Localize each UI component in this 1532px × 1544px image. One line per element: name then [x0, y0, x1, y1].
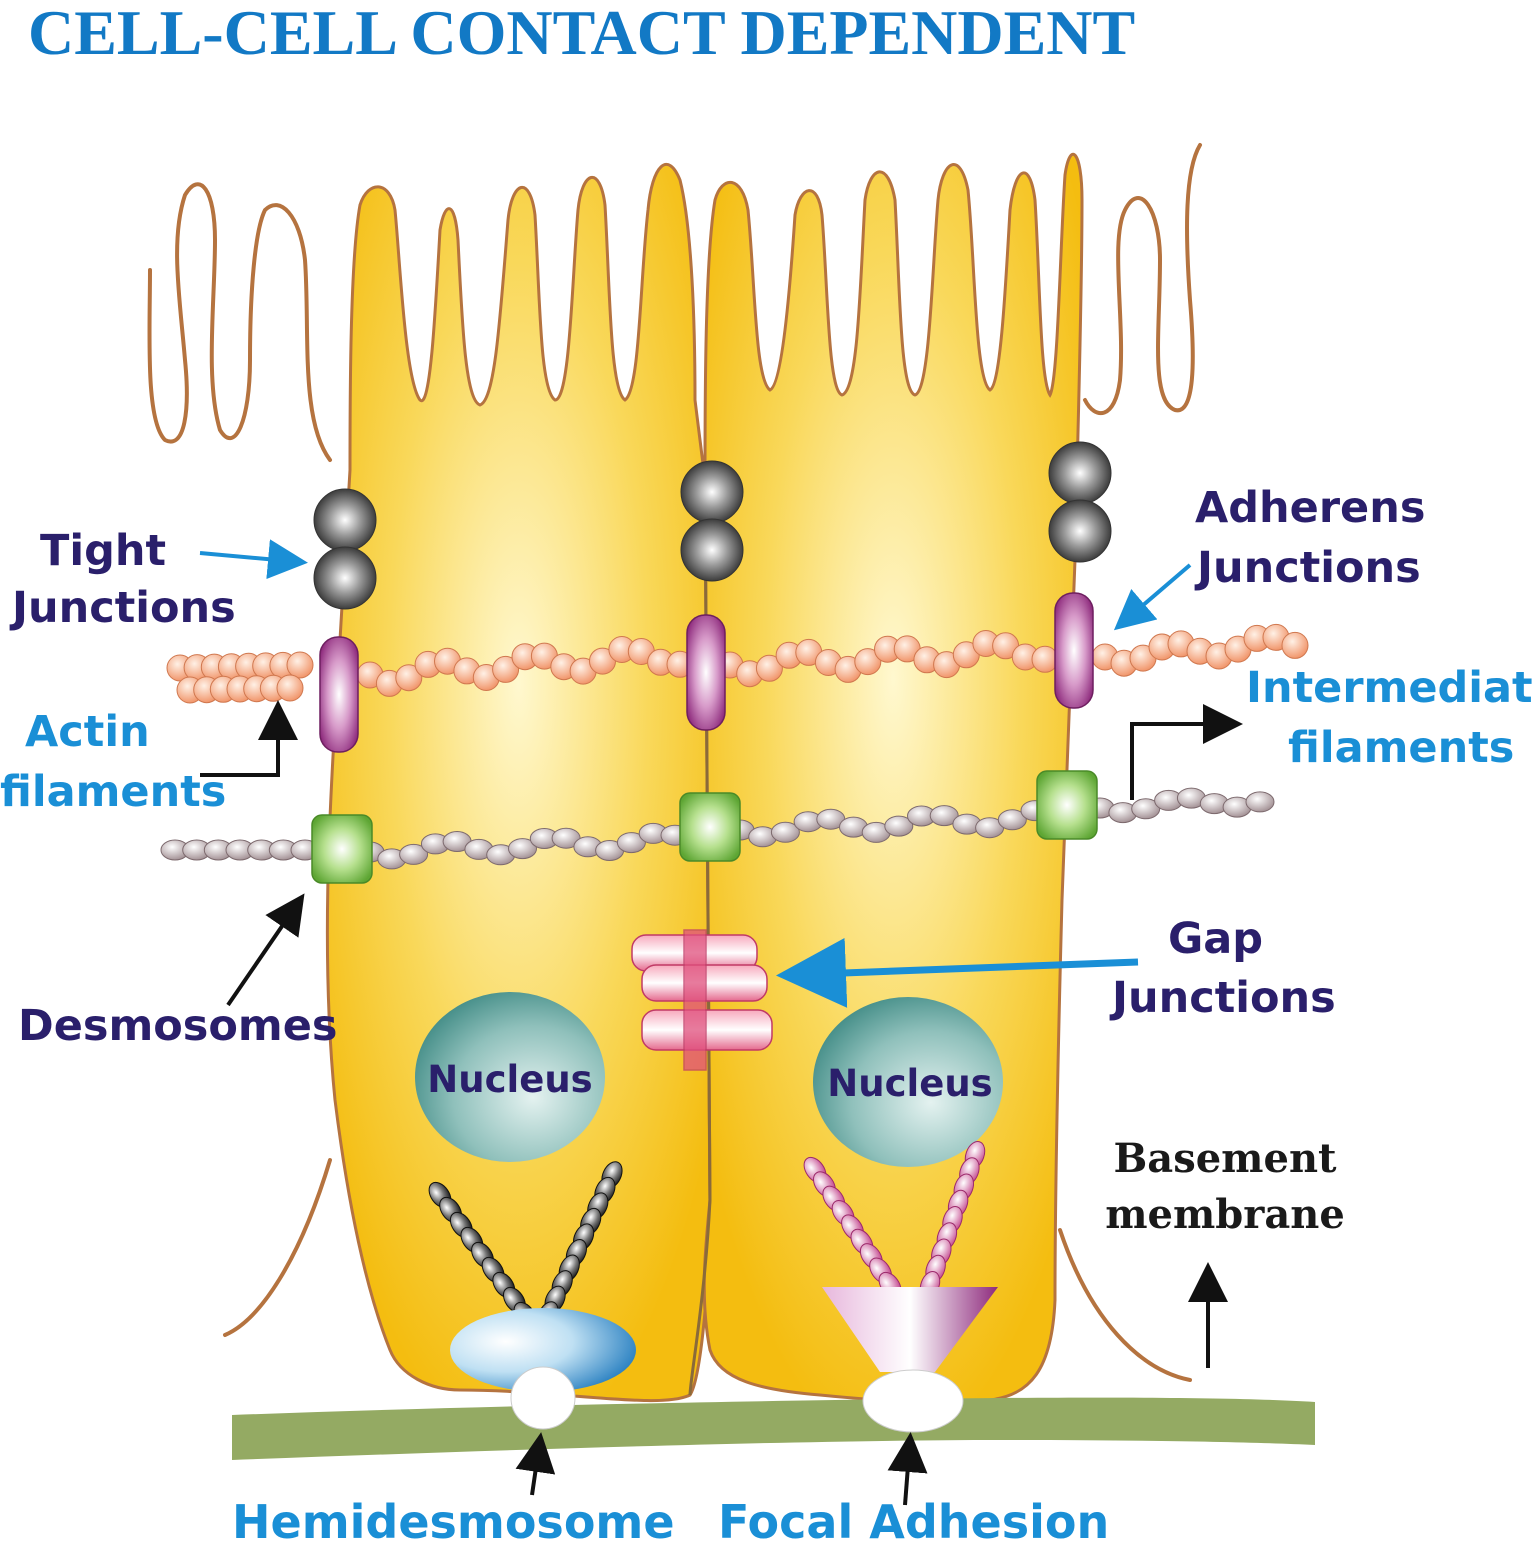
hemidesmosome-plaque — [450, 1308, 636, 1392]
label-hemidesmosome: Hemidesmosome — [232, 1495, 675, 1544]
label-gap-junctions-line1: Gap — [1168, 914, 1263, 964]
cell-boundary — [688, 479, 712, 1396]
basement-membrane — [232, 1397, 1315, 1460]
right-epithelial-cell — [702, 152, 1084, 1404]
label-intermediate-filaments-line2: filaments — [1288, 723, 1514, 773]
desmosomes — [311, 770, 1098, 884]
label-actin-filaments-line1: Actin — [25, 707, 150, 757]
neighbor-cell-outlines — [147, 143, 1202, 1382]
label-gap-junctions-line2: Junctions — [1109, 973, 1336, 1023]
gap-junctions — [631, 929, 773, 1071]
label-basement-membrane-line2: membrane — [1105, 1191, 1345, 1238]
label-tight-junctions-line1: Tight — [40, 526, 166, 576]
label-adherens-junctions-line2: Junctions — [1194, 543, 1421, 593]
left-epithelial-cell — [325, 163, 712, 1403]
diagram-title: CELL-CELL CONTACT DEPENDENT — [28, 0, 1135, 68]
label-arrows — [199, 539, 1243, 1506]
label-nucleus-left: Nucleus — [427, 1058, 592, 1101]
label-desmosomes: Desmosomes — [18, 1001, 338, 1051]
nucleus-left — [415, 992, 605, 1162]
tight-junctions — [313, 441, 1112, 610]
label-intermediate-filaments-line1: Intermediate — [1246, 663, 1532, 713]
hemidesmosome-integrin — [510, 1366, 576, 1430]
label-adherens-junctions-line1: Adherens — [1195, 483, 1425, 533]
label-actin-filaments-line2: filaments — [0, 767, 226, 817]
label-focal-adhesion: Focal Adhesion — [718, 1495, 1109, 1544]
nucleus-right — [813, 997, 1003, 1167]
label-tight-junctions-line2: Junctions — [9, 583, 236, 633]
adherens-junctions — [319, 592, 1094, 753]
label-nucleus-right: Nucleus — [827, 1062, 992, 1105]
label-basement-membrane-line1: Basement — [1113, 1135, 1337, 1182]
focal-adhesion-plaque — [822, 1287, 998, 1372]
focal-adhesion-integrin — [862, 1369, 964, 1433]
